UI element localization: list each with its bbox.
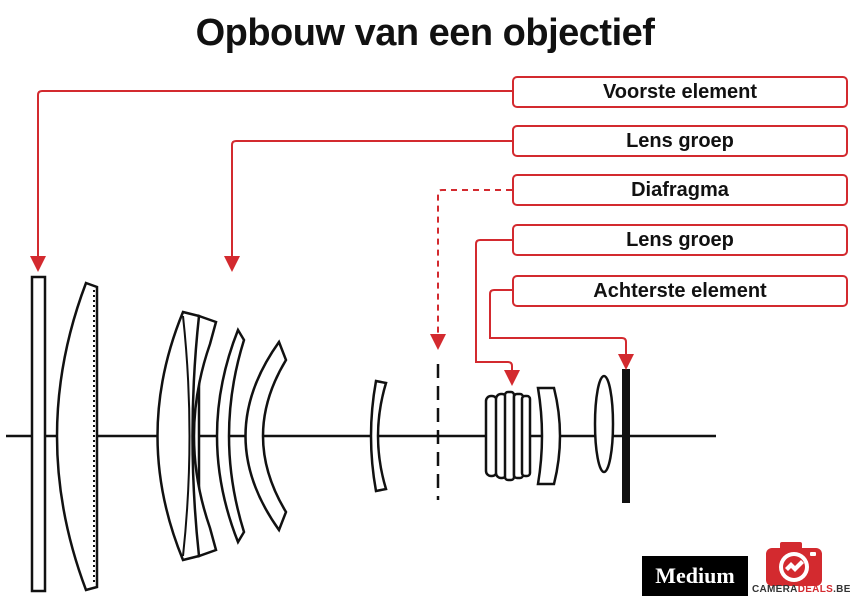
diagram-title: Opbouw van een objectief xyxy=(195,12,655,54)
rear-biconvex-lens xyxy=(593,374,615,474)
cameradeals-wordmark: CAMERADEALS.BE xyxy=(752,584,850,595)
small-concave-lens xyxy=(369,379,388,493)
wordmark-camera: CAMERA xyxy=(752,584,798,595)
camera-icon xyxy=(766,542,822,586)
leader-lines xyxy=(37,90,627,372)
label-lens-group-2: Lens groep xyxy=(512,224,848,256)
label-diaphragm: Diafragma xyxy=(512,174,848,206)
rear-element xyxy=(622,369,630,503)
lens-group-2 xyxy=(484,386,562,486)
wordmark-be: .BE xyxy=(833,584,850,595)
medium-logo: Medium xyxy=(642,556,748,596)
label-front-element: Voorste element xyxy=(512,76,848,108)
arrowheads xyxy=(30,256,634,386)
front-element xyxy=(30,275,47,593)
label-lens-group-1: Lens groep xyxy=(512,125,848,157)
label-rear-element: Achterste element xyxy=(512,275,848,307)
lens-group-1 xyxy=(156,310,288,562)
wordmark-deals: DEALS xyxy=(797,584,834,595)
front-convex-lens xyxy=(55,281,99,592)
